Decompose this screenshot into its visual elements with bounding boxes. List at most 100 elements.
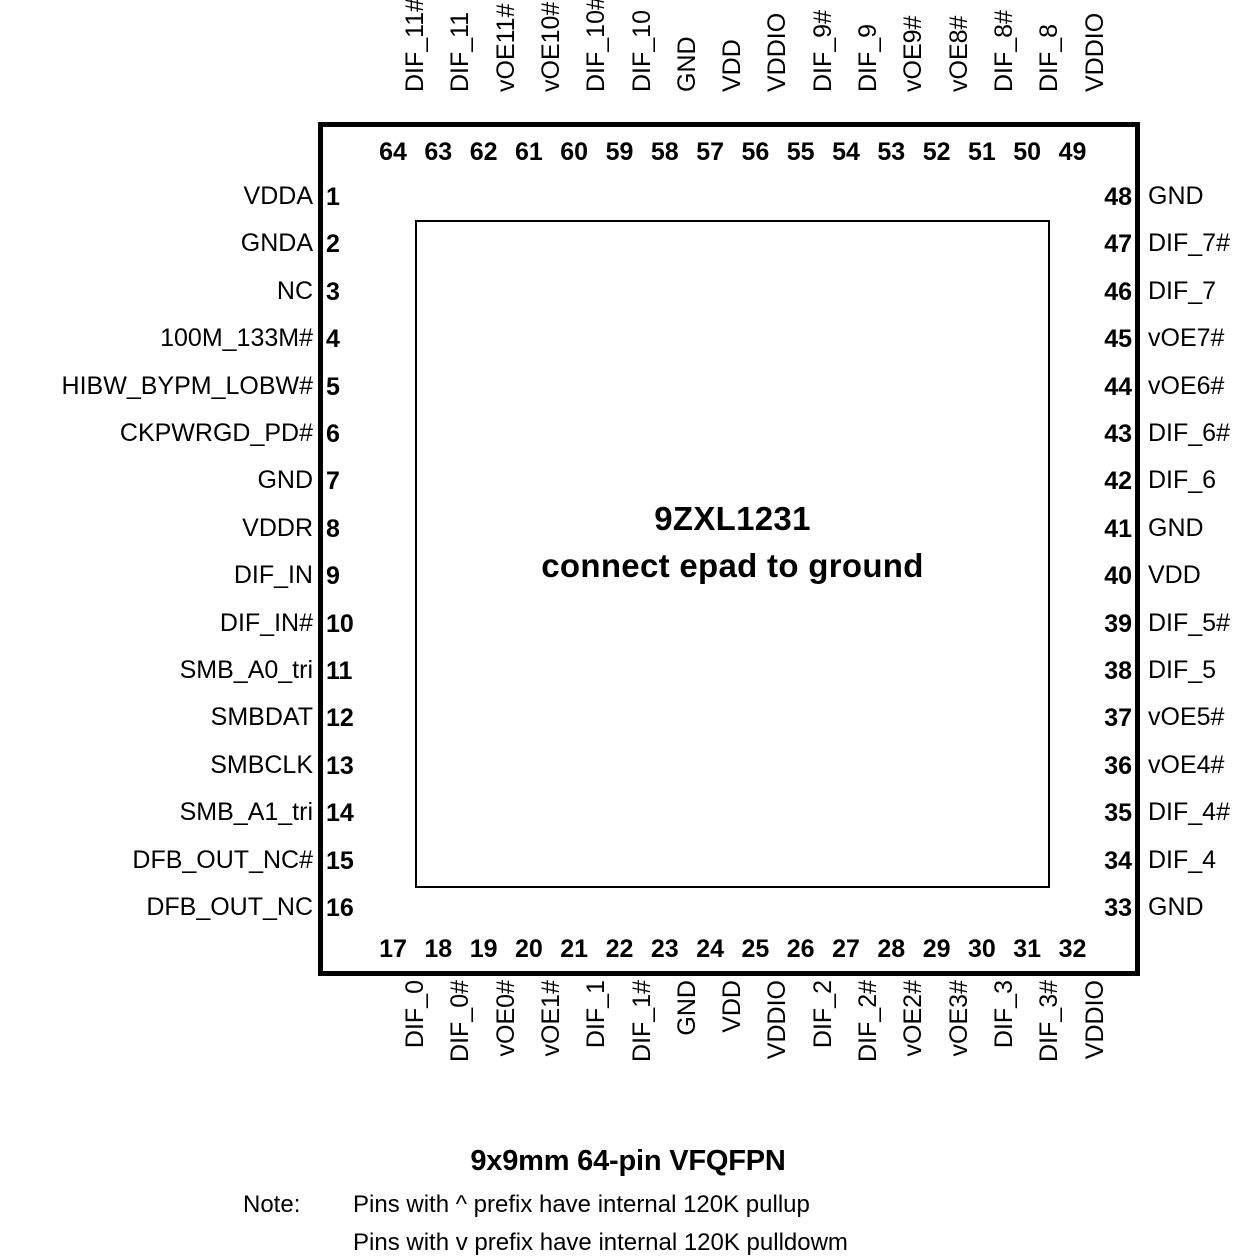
pin-label-29: vOE3# — [944, 980, 973, 1057]
pin-number-62: 62 — [469, 138, 498, 166]
pin-number-26: 26 — [786, 935, 815, 963]
pin-number-39: 39 — [1104, 609, 1132, 638]
pin-label-8: VDDR — [242, 513, 313, 542]
pin-label-34: DIF_4 — [1148, 845, 1217, 874]
notes-block: Note: Pins with ^ prefix have internal 1… — [0, 1186, 1256, 1259]
pin-number-54: 54 — [832, 138, 860, 166]
pin-number-53: 53 — [877, 138, 906, 166]
pin-label-32: VDDIO — [1080, 980, 1109, 1060]
pin-number-9: 9 — [326, 562, 340, 591]
pin-label-60: DIF_10# — [582, 0, 611, 92]
pin-label-14: SMB_A1_tri — [179, 798, 313, 827]
pin-number-51: 51 — [967, 138, 996, 166]
pin-number-21: 21 — [560, 935, 589, 963]
pin-label-51: DIF_8# — [989, 10, 1018, 92]
pin-number-25: 25 — [741, 935, 770, 963]
pin-label-18: DIF_0# — [446, 980, 475, 1062]
pin-label-46: DIF_7 — [1148, 276, 1217, 305]
pin-number-30: 30 — [967, 935, 996, 963]
pin-label-47: DIF_7# — [1148, 229, 1230, 258]
pin-number-45: 45 — [1104, 325, 1132, 354]
pin-number-42: 42 — [1104, 467, 1132, 496]
pin-label-16: DFB_OUT_NC — [146, 893, 313, 921]
pin-label-39: DIF_5# — [1148, 608, 1230, 637]
pin-number-36: 36 — [1104, 751, 1132, 780]
pin-label-35: DIF_4# — [1148, 798, 1230, 827]
pin-label-23: GND — [672, 980, 701, 1036]
pin-number-31: 31 — [1013, 935, 1042, 963]
pin-number-15: 15 — [326, 846, 354, 875]
pin-number-7: 7 — [326, 467, 340, 496]
pin-label-25: VDDIO — [763, 980, 792, 1060]
pin-number-2: 2 — [326, 230, 340, 259]
pin-label-45: vOE7# — [1148, 324, 1225, 353]
pin-number-49: 49 — [1058, 138, 1087, 166]
pin-number-38: 38 — [1104, 657, 1132, 685]
pin-number-52: 52 — [922, 138, 951, 166]
pin-number-18: 18 — [424, 935, 453, 963]
pin-label-4: 100M_133M# — [160, 324, 313, 353]
pin-label-57: VDD — [718, 39, 747, 92]
pin-number-48: 48 — [1104, 183, 1132, 211]
pin-label-41: GND — [1148, 513, 1204, 542]
pin-number-43: 43 — [1104, 420, 1132, 448]
part-number: 9ZXL1231 — [654, 500, 811, 537]
note-row-2: Pins with v prefix have internal 120K pu… — [0, 1224, 1256, 1259]
pin-number-29: 29 — [922, 935, 951, 963]
pin-label-12: SMBDAT — [210, 703, 313, 732]
pin-label-1: VDDA — [243, 182, 313, 210]
pin-number-47: 47 — [1104, 230, 1132, 259]
pin-number-61: 61 — [514, 138, 543, 166]
pin-number-37: 37 — [1104, 704, 1132, 733]
package-center-text: 9ZXL1231 connect epad to ground — [415, 495, 1050, 589]
pin-label-20: vOE1# — [536, 980, 565, 1057]
pin-number-4: 4 — [326, 325, 340, 354]
pin-number-14: 14 — [326, 799, 354, 828]
pin-label-9: DIF_IN — [233, 561, 313, 590]
pin-number-55: 55 — [786, 138, 815, 166]
pin-number-19: 19 — [469, 935, 498, 963]
pin-label-21: DIF_1 — [582, 980, 611, 1049]
pin-number-57: 57 — [696, 138, 724, 166]
pin-number-17: 17 — [379, 935, 407, 963]
pin-label-37: vOE5# — [1148, 703, 1225, 732]
pin-number-28: 28 — [877, 935, 906, 963]
pin-number-16: 16 — [326, 894, 354, 922]
pin-number-64: 64 — [379, 138, 407, 166]
pin-number-41: 41 — [1104, 514, 1132, 543]
pin-label-61: vOE10# — [536, 1, 565, 92]
pin-label-54: DIF_9 — [854, 23, 882, 92]
pin-number-12: 12 — [326, 704, 354, 733]
pin-number-1: 1 — [326, 183, 340, 211]
pin-number-5: 5 — [326, 372, 340, 401]
pin-label-56: VDDIO — [763, 12, 792, 92]
pin-label-3: NC — [276, 276, 313, 305]
pin-label-49: VDDIO — [1080, 12, 1109, 92]
pin-number-58: 58 — [650, 138, 679, 166]
pin-number-63: 63 — [424, 138, 453, 166]
pin-label-13: SMBCLK — [210, 750, 313, 779]
pin-number-33: 33 — [1104, 894, 1132, 922]
pin-label-26: DIF_2 — [808, 980, 837, 1049]
pin-label-63: DIF_11 — [446, 11, 475, 92]
pin-label-44: vOE6# — [1148, 371, 1225, 400]
pin-label-36: vOE4# — [1148, 750, 1225, 779]
package-outline — [318, 122, 1140, 976]
pin-label-6: CKPWRGD_PD# — [119, 419, 313, 447]
pin-label-55: DIF_9# — [808, 10, 837, 92]
note-label: Note: — [243, 1191, 301, 1218]
pin-label-48: GND — [1148, 182, 1204, 210]
pin-number-3: 3 — [326, 277, 340, 306]
pin-number-23: 23 — [650, 935, 679, 963]
pin-number-44: 44 — [1104, 372, 1132, 401]
pin-label-15: DFB_OUT_NC# — [132, 845, 313, 874]
pin-label-59: DIF_10 — [627, 10, 656, 92]
pin-number-6: 6 — [326, 420, 340, 448]
epad-note: connect epad to ground — [541, 547, 924, 584]
pin-number-13: 13 — [326, 751, 354, 780]
pin-number-22: 22 — [605, 935, 634, 963]
exposed-pad-outline — [415, 220, 1050, 888]
pin-number-59: 59 — [605, 138, 634, 166]
pin-label-53: vOE9# — [899, 15, 928, 92]
